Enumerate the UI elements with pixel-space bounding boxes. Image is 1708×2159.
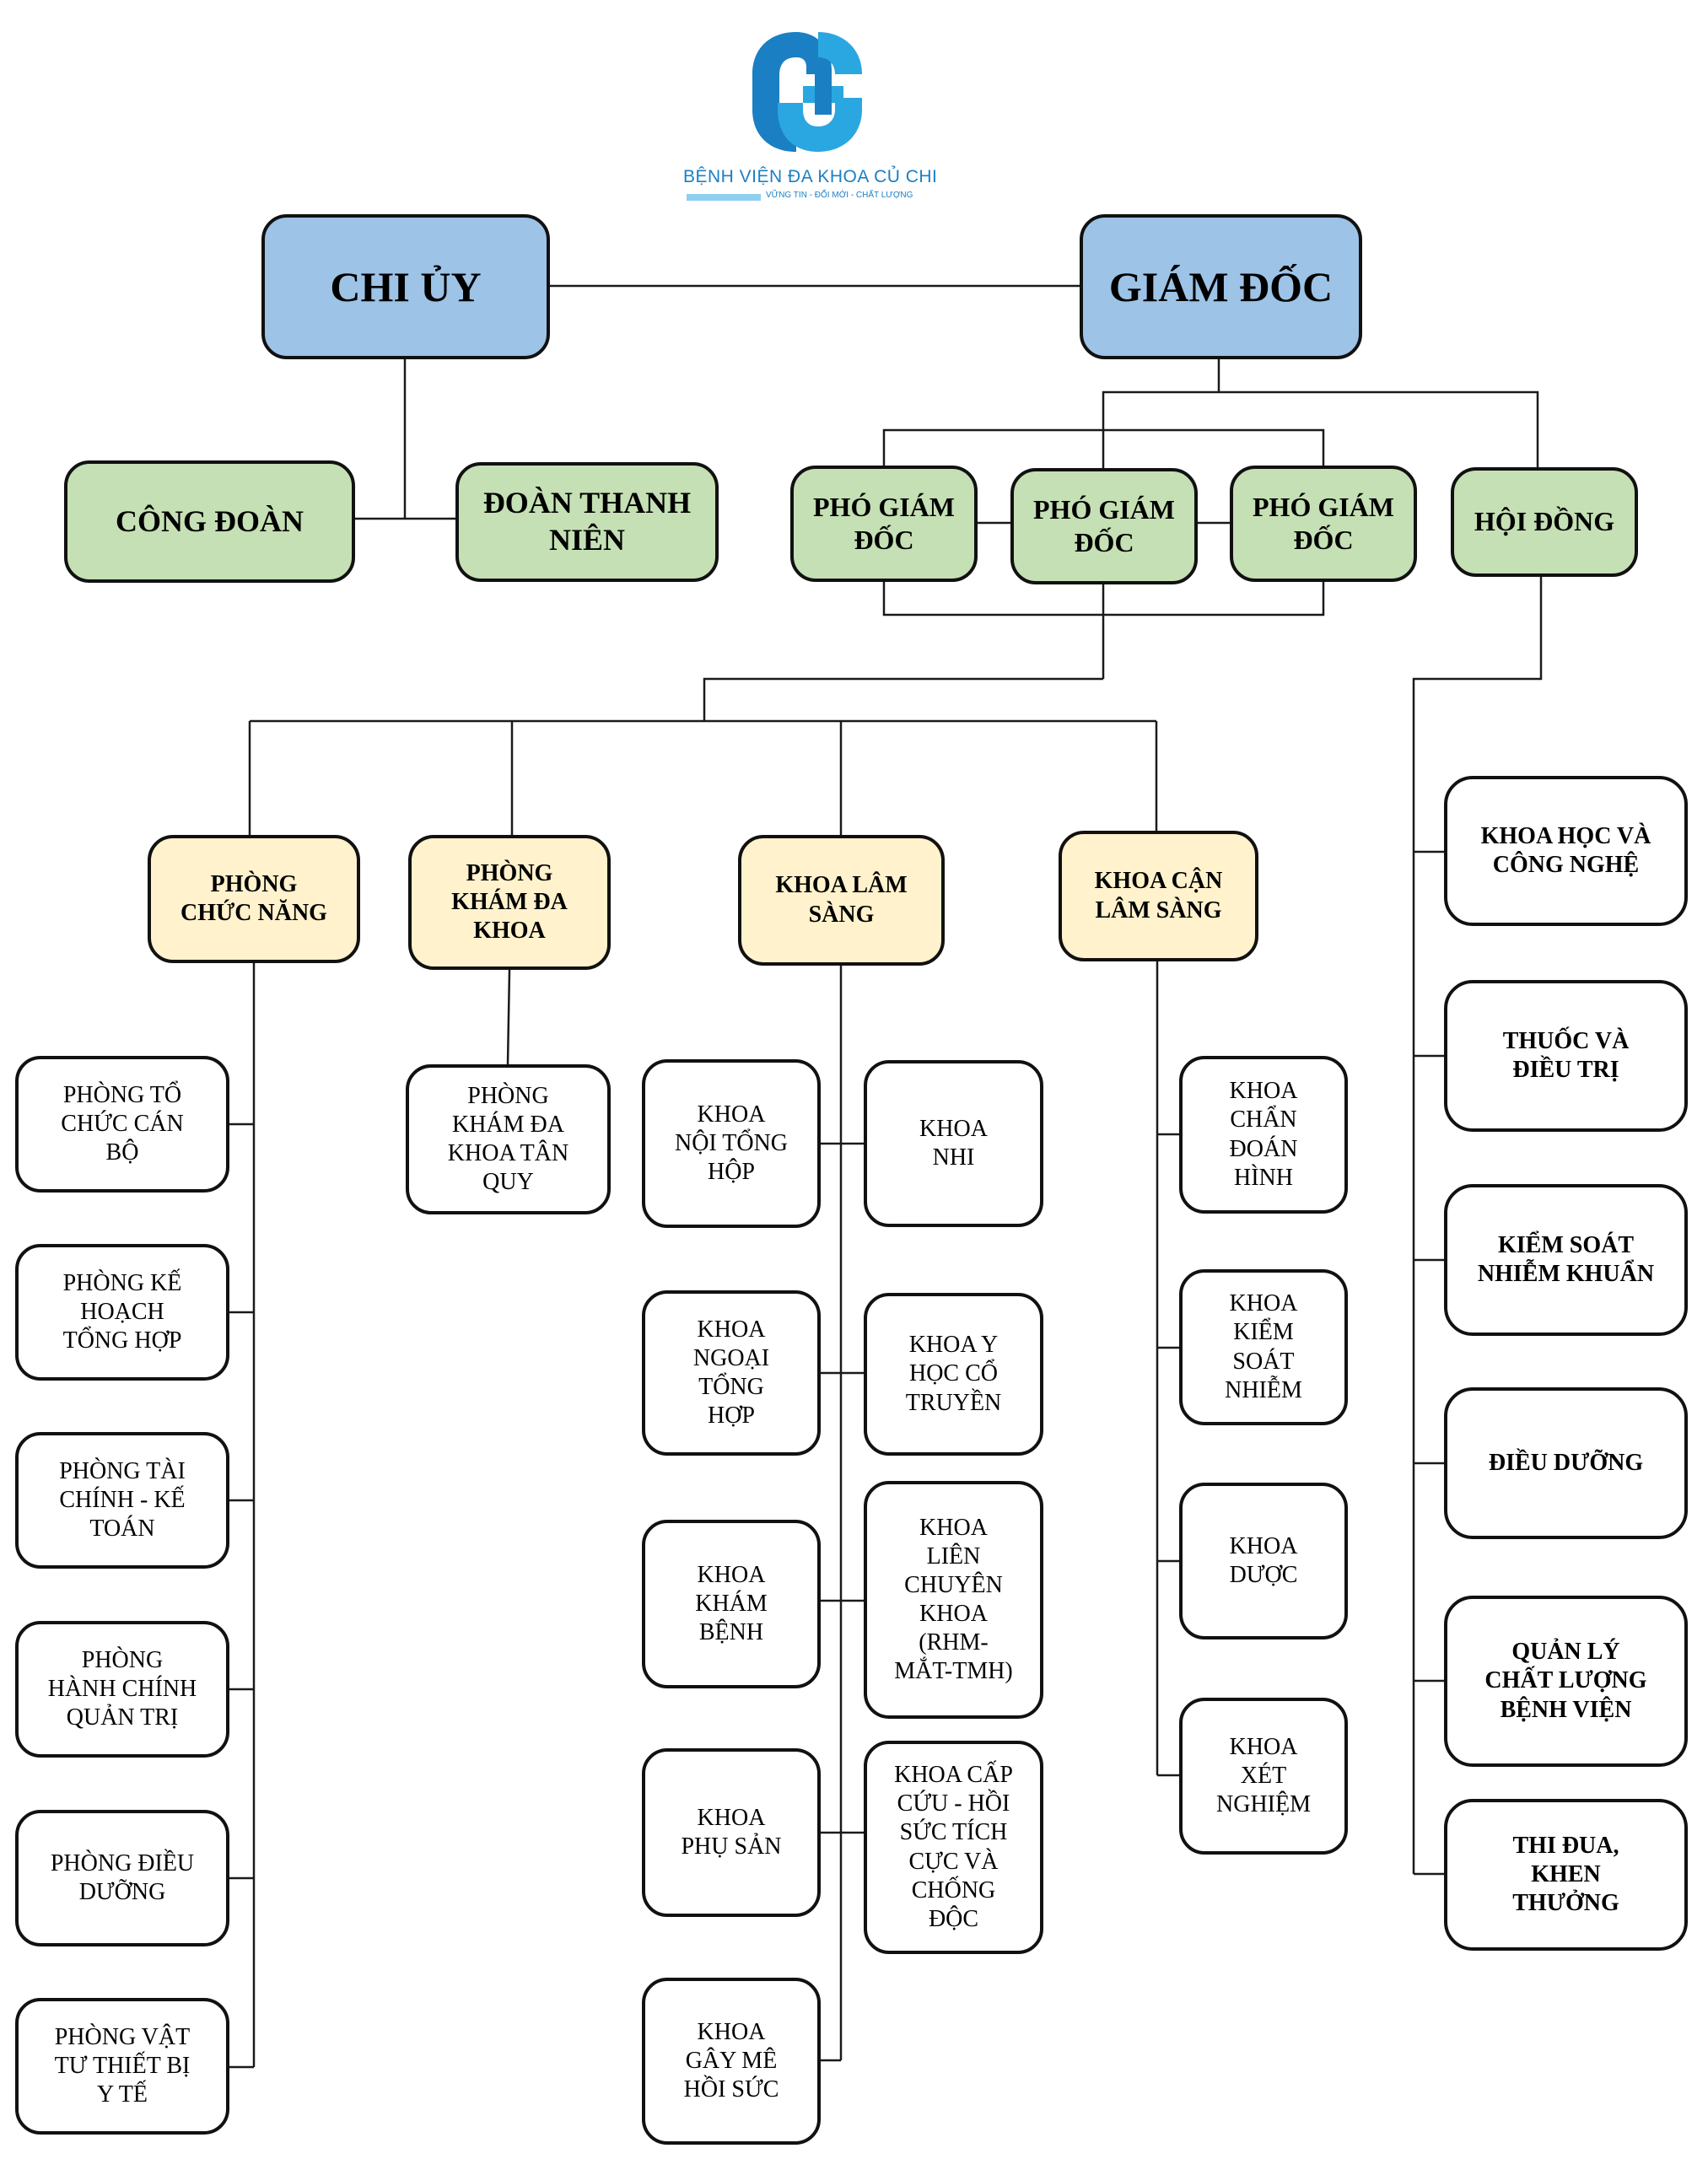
node-label: PHÒNG TÀI CHÍNH - KẾ TOÁN: [59, 1457, 186, 1543]
node-polyclinic[interactable]: PHÒNG KHÁM ĐA KHOA: [408, 835, 611, 970]
node-unit[interactable]: KHOA XÉT NGHIỆM: [1179, 1698, 1348, 1855]
node-unit[interactable]: KHOA KIỂM SOÁT NHIỄM: [1179, 1269, 1348, 1425]
node-council-member[interactable]: THUỐC VÀ ĐIỀU TRỊ: [1444, 980, 1688, 1132]
connector-pkdk-down: [506, 969, 511, 1065]
node-unit[interactable]: KHOA CẤP CỨU - HỒI SỨC TÍCH CỰC VÀ CHỐNG…: [864, 1741, 1043, 1954]
node-clinical-departments[interactable]: KHOA LÂM SÀNG: [738, 835, 945, 966]
node-label: KHOA CẬN LÂM SÀNG: [1094, 868, 1223, 923]
node-label: HỘI ĐỒNG: [1474, 506, 1615, 537]
node-paraclinical-departments[interactable]: KHOA CẬN LÂM SÀNG: [1059, 831, 1258, 961]
node-unit[interactable]: PHÒNG ĐIỀU DƯỠNG: [15, 1810, 229, 1946]
node-youth-union[interactable]: ĐOÀN THANH NIÊN: [455, 462, 719, 582]
node-label: THI ĐUA, KHEN THƯỞNG: [1512, 1832, 1619, 1917]
node-label: KHOA CHẨN ĐOÁN HÌNH: [1229, 1078, 1298, 1191]
node-label: KHOA Y HỌC CỔ TRUYỀN: [905, 1332, 1002, 1416]
node-label: KHOA LIÊN CHUYÊN KHOA (RHM- MẮT-TMH): [894, 1514, 1013, 1685]
node-unit[interactable]: KHOA GÂY MÊ HỒI SỨC: [642, 1978, 821, 2145]
node-unit[interactable]: KHOA KHÁM BỆNH: [642, 1520, 821, 1688]
node-unit[interactable]: PHÒNG KHÁM ĐA KHOA TÂN QUY: [406, 1064, 611, 1214]
node-council-member[interactable]: ĐIỀU DƯỠNG: [1444, 1387, 1688, 1539]
node-label: KHOA CẤP CỨU - HỒI SỨC TÍCH CỰC VÀ CHỐNG…: [894, 1762, 1013, 1932]
node-label: KHOA NHI: [919, 1115, 988, 1171]
node-label: PHÒNG KẾ HOẠCH TỔNG HỢP: [62, 1269, 182, 1354]
node-council-member[interactable]: KHOA HỌC VÀ CÔNG NGHỆ: [1444, 776, 1688, 926]
node-deputy-director-3[interactable]: PHÓ GIÁM ĐỐC: [1230, 466, 1417, 582]
node-label: KHOA NỘI TỔNG HỘP: [674, 1101, 789, 1186]
node-functional-departments[interactable]: PHÒNG CHỨC NĂNG: [148, 835, 360, 963]
node-label: KHOA HỌC VÀ CÔNG NGHỆ: [1480, 822, 1651, 878]
connector-hoidong-down: [1412, 577, 1543, 1874]
node-council-member[interactable]: KIỂM SOÁT NHIỄM KHUẨN: [1444, 1184, 1688, 1336]
connector-deputy-top: [882, 428, 1325, 466]
node-label: KHOA KHÁM BỆNH: [695, 1561, 768, 1646]
node-unit[interactable]: KHOA NỘI TỔNG HỘP: [642, 1059, 821, 1228]
node-unit[interactable]: KHOA Y HỌC CỔ TRUYỀN: [864, 1293, 1043, 1456]
hospital-slogan: VỮNG TIN - ĐỔI MỚI - CHẤT LƯỢNG: [766, 191, 913, 200]
node-unit[interactable]: KHOA LIÊN CHUYÊN KHOA (RHM- MẮT-TMH): [864, 1481, 1043, 1719]
hospital-cc-cross-logo-icon: [752, 32, 862, 152]
node-trade-union[interactable]: CÔNG ĐOÀN: [64, 460, 355, 583]
node-label: PHÒNG TỔ CHỨC CÁN BỘ: [61, 1081, 184, 1166]
node-label: KHOA NGOẠI TỔNG HỢP: [692, 1316, 770, 1429]
node-label: PHÒNG ĐIỀU DƯỠNG: [50, 1849, 195, 1905]
node-label: KHOA KIỂM SOÁT NHIỄM: [1225, 1290, 1302, 1403]
node-label: PHÒNG KHÁM ĐA KHOA TÂN QUY: [447, 1082, 569, 1196]
node-deputy-director-1[interactable]: PHÓ GIÁM ĐỐC: [790, 466, 978, 582]
node-label: PHÒNG HÀNH CHÍNH QUẢN TRỊ: [47, 1646, 197, 1731]
node-label: KHOA GÂY MÊ HỒI SỨC: [683, 2018, 779, 2103]
node-unit[interactable]: KHOA DƯỢC: [1179, 1483, 1348, 1639]
node-label: PHÓ GIÁM ĐỐC: [1253, 491, 1394, 555]
node-label: KIỂM SOÁT NHIỄM KHUẨN: [1477, 1231, 1655, 1287]
node-label: CÔNG ĐOÀN: [116, 503, 304, 538]
node-unit[interactable]: PHÒNG KẾ HOẠCH TỔNG HỢP: [15, 1244, 229, 1381]
node-label: KHOA XÉT NGHIỆM: [1216, 1733, 1311, 1818]
node-label: ĐIỀU DƯỠNG: [1488, 1449, 1644, 1476]
node-party-committee[interactable]: CHI ỦY: [261, 214, 550, 359]
node-director[interactable]: GIÁM ĐỐC: [1080, 214, 1362, 359]
node-unit[interactable]: KHOA CHẨN ĐOÁN HÌNH: [1179, 1056, 1348, 1214]
node-label: PHÒNG CHỨC NĂNG: [180, 870, 327, 926]
node-deputy-director-2[interactable]: PHÓ GIÁM ĐỐC: [1010, 468, 1198, 584]
node-unit[interactable]: PHÒNG VẬT TƯ THIẾT BỊ Y TẾ: [15, 1998, 229, 2135]
node-label: ĐOÀN THANH NIÊN: [482, 486, 692, 557]
connector-to-divisions: [703, 677, 1103, 721]
node-label: PHÓ GIÁM ĐỐC: [813, 491, 955, 555]
hospital-logo: BỆNH VIỆN ĐA KHOA CỦ CHI VỮNG TIN - ĐỔI …: [683, 25, 938, 211]
node-label: PHÓ GIÁM ĐỐC: [1033, 493, 1175, 557]
node-label: KHOA DƯỢC: [1229, 1532, 1298, 1588]
node-council-member[interactable]: QUẢN LÝ CHẤT LƯỢNG BỆNH VIỆN: [1444, 1596, 1688, 1767]
node-label: THUỐC VÀ ĐIỀU TRỊ: [1502, 1027, 1630, 1083]
node-unit[interactable]: PHÒNG HÀNH CHÍNH QUẢN TRỊ: [15, 1621, 229, 1758]
node-council-member[interactable]: THI ĐUA, KHEN THƯỞNG: [1444, 1799, 1688, 1951]
node-label: QUẢN LÝ CHẤT LƯỢNG BỆNH VIỆN: [1484, 1639, 1647, 1723]
slogan-bar: [687, 194, 761, 201]
node-unit[interactable]: PHÒNG TỔ CHỨC CÁN BỘ: [15, 1056, 229, 1193]
node-unit[interactable]: PHÒNG TÀI CHÍNH - KẾ TOÁN: [15, 1432, 229, 1569]
node-label: PHÒNG VẬT TƯ THIẾT BỊ Y TẾ: [54, 2023, 191, 2108]
node-label: PHÒNG KHÁM ĐA KHOA: [451, 859, 568, 945]
hospital-name: BỆNH VIỆN ĐA KHOA CỦ CHI: [683, 167, 938, 186]
node-label: KHOA LÂM SÀNG: [775, 872, 908, 928]
node-council[interactable]: HỘI ĐỒNG: [1451, 467, 1638, 577]
node-label: KHOA PHỤ SẢN: [681, 1804, 782, 1860]
node-label: CHI ỦY: [330, 262, 482, 310]
node-unit[interactable]: KHOA NGOẠI TỔNG HỢP: [642, 1290, 821, 1456]
node-unit[interactable]: KHOA NHI: [864, 1060, 1043, 1227]
node-label: GIÁM ĐỐC: [1108, 262, 1334, 310]
node-unit[interactable]: KHOA PHỤ SẢN: [642, 1748, 821, 1917]
